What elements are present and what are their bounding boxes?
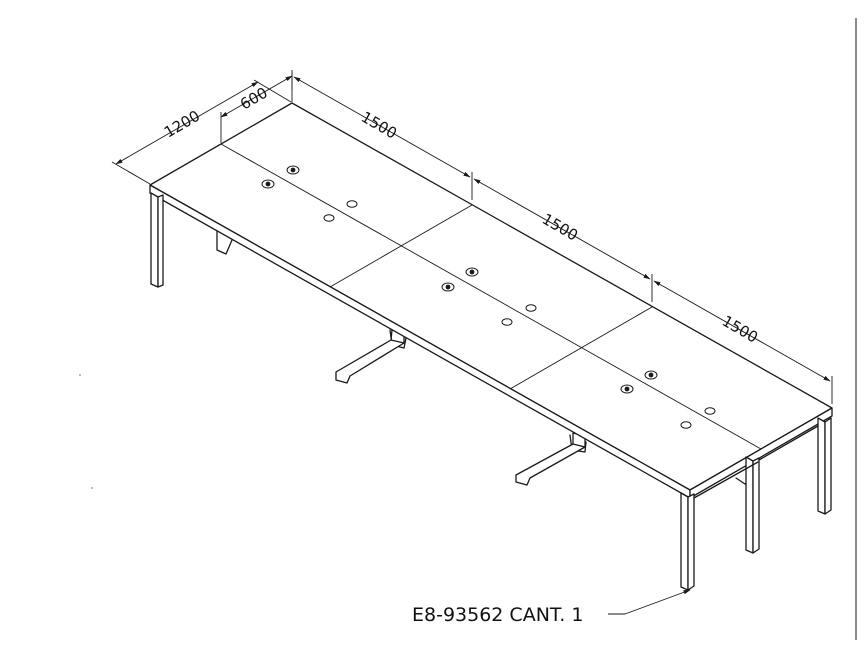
cable-hole	[525, 304, 537, 312]
speck	[91, 487, 93, 489]
center-split-line	[220, 143, 762, 450]
dimension-label-1500-a: 1500	[358, 108, 400, 143]
desk-top	[149, 102, 833, 499]
panel-joint-1	[329, 204, 473, 288]
panel-joint-2	[509, 306, 653, 390]
cable-hole	[346, 200, 358, 208]
callout-label: E8-93562 CANT. 1	[412, 604, 583, 626]
cable-hole	[501, 318, 513, 326]
cable-hole	[704, 407, 716, 415]
dimension-label-600: 600	[237, 84, 271, 114]
callout: E8-93562 CANT. 1	[412, 589, 691, 626]
dimension-label-1500-b: 1500	[539, 210, 581, 245]
center-foot-2	[515, 432, 586, 486]
cable-hole	[680, 421, 692, 429]
center-foot-1	[335, 329, 405, 384]
speck	[79, 374, 81, 376]
front-legs	[150, 192, 832, 591]
dimension-label-1500-c: 1500	[719, 312, 761, 347]
dimension-label-1200: 1200	[161, 107, 203, 142]
cable-hole	[323, 214, 335, 222]
